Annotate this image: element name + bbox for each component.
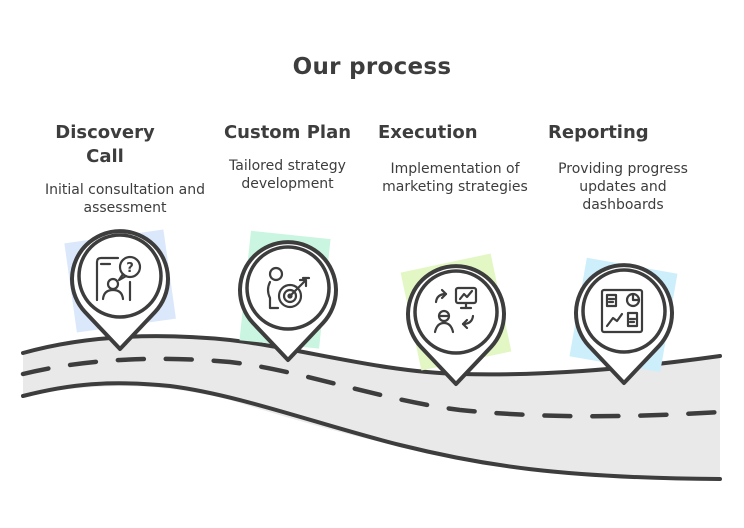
- pin-custom-plan: [238, 230, 338, 362]
- road-center-line: [20, 356, 723, 419]
- road-bottom-edge: [21, 381, 722, 481]
- pin-execution: [400, 253, 512, 386]
- pin-3-inner-ring: [413, 269, 499, 355]
- step-4-description: Providing progress updates and dashboard…: [558, 161, 688, 213]
- pin-discovery-call: ?: [64, 229, 176, 351]
- svg-text:?: ?: [126, 261, 134, 276]
- step-1-title: Discovery Call: [55, 122, 155, 167]
- diagram-title: Our process: [292, 54, 452, 80]
- step-3-description: Implementation of marketing strategies: [382, 161, 528, 195]
- step-1-description: Initial consultation and assessment: [44, 182, 206, 216]
- pin-1-inner-ring: [77, 233, 163, 319]
- step-3-title: Execution: [378, 122, 478, 143]
- dashboard-icon: [600, 288, 644, 334]
- implementation-icon: [433, 286, 478, 334]
- pin-4-marker: [574, 263, 674, 385]
- pin-4-inner-ring: [581, 268, 667, 354]
- pin-reporting: [569, 257, 678, 385]
- road-surface: [23, 334, 720, 481]
- consultation-icon: ?: [95, 255, 142, 302]
- target-strategy-icon: [266, 266, 311, 310]
- step-4-title: Reporting: [548, 122, 649, 143]
- pin-1-marker: [70, 229, 170, 351]
- step-2-title: Custom Plan: [223, 122, 352, 143]
- step-2-description: Tailored strategy development: [229, 158, 346, 192]
- pin-2-inner-ring: [245, 245, 331, 331]
- pin-3-marker: [406, 264, 506, 386]
